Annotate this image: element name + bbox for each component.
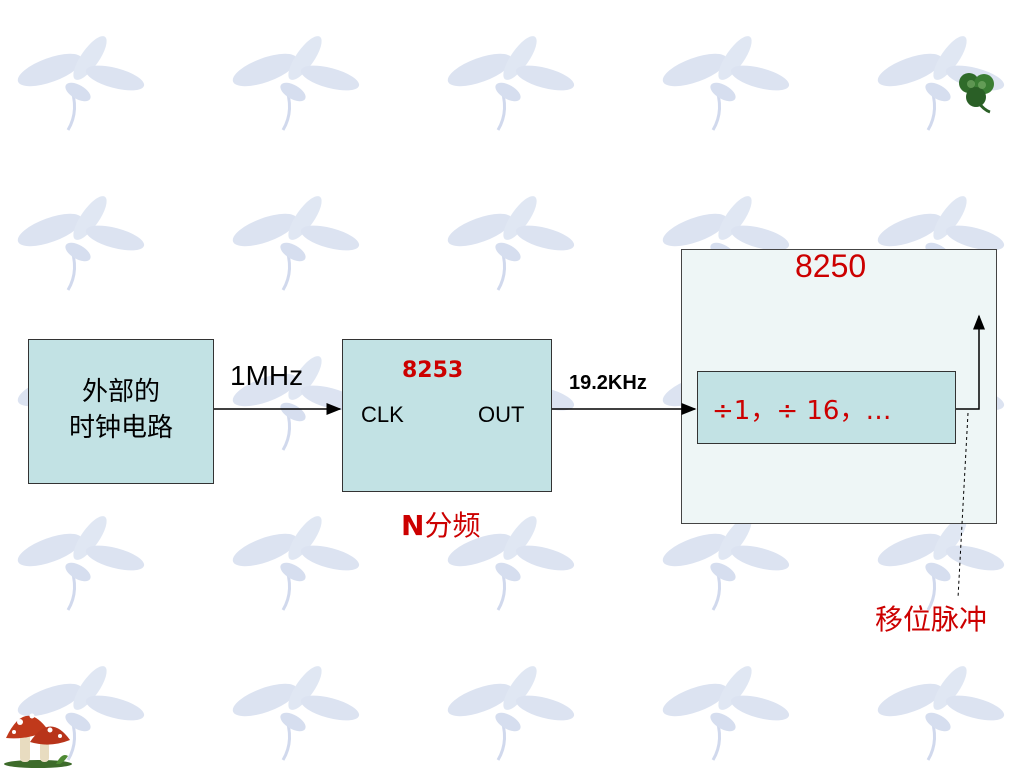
external-clock-label: 外部的 时钟电路 <box>29 374 213 446</box>
clk-pin-label: CLK <box>361 402 404 427</box>
clock-label-line2: 时钟电路 <box>68 413 173 443</box>
input-frequency-label: 1MHz <box>230 360 304 391</box>
divider-ratio-label: ÷1，÷ 16，… <box>712 396 892 426</box>
n-divide-note: N分频 <box>401 504 480 544</box>
external-clock-block: 外部的 时钟电路 <box>28 339 214 484</box>
n-divide-prefix: N <box>401 509 425 542</box>
output-frequency-label: 19.2KHz <box>569 372 647 394</box>
timer-8253-block <box>342 339 552 492</box>
mushroom-icon <box>4 713 72 768</box>
clover-icon <box>959 73 994 114</box>
out-pin-label: OUT <box>478 402 525 427</box>
n-divide-text: 分频 <box>424 509 481 542</box>
uart-chip-label: 8250 <box>795 248 867 284</box>
timer-chip-label: 8253 <box>402 358 464 383</box>
clock-label-line1: 外部的 <box>81 377 160 407</box>
divider-block <box>697 371 956 444</box>
shift-pulse-label: 移位脉冲 <box>875 603 988 636</box>
